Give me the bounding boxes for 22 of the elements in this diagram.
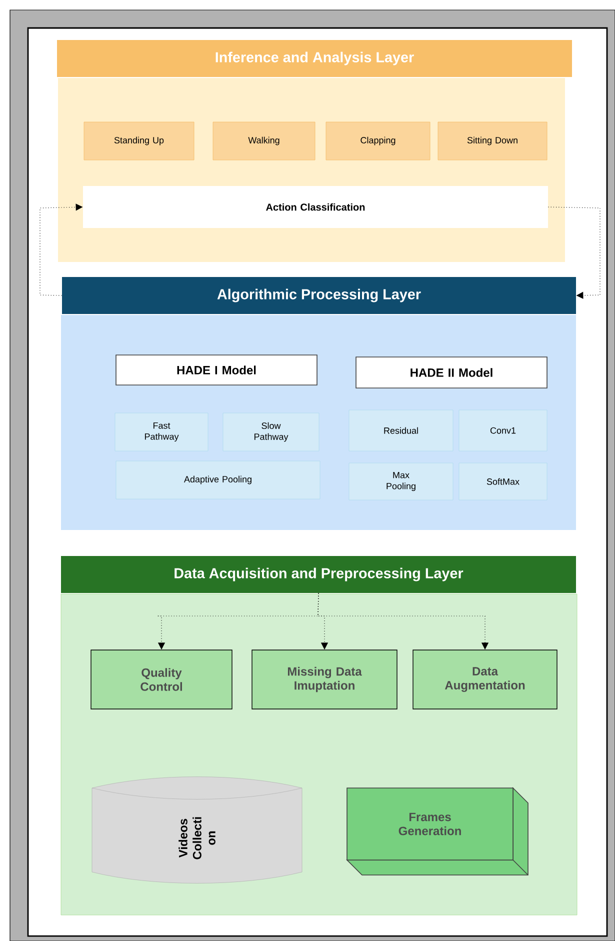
activity-box: Sitting Down: [438, 122, 548, 160]
layer-header: Data Acquisition and Preprocessing Layer: [61, 556, 576, 593]
layer-header: Algorithmic Processing Layer: [62, 277, 576, 314]
model-box: HADE II Model: [356, 356, 548, 388]
component-box: Residual: [348, 410, 454, 452]
process-box: Missing Data Imuptation: [252, 650, 398, 710]
model-box: HADE I Model: [116, 354, 318, 386]
component-box: Slow Pathway: [222, 412, 320, 452]
activity-box: Standing Up: [84, 122, 194, 160]
process-box: Data Augmentation: [412, 650, 558, 710]
activity-box: Clapping: [326, 122, 430, 160]
component-box: SoftMax: [458, 462, 548, 500]
classification-box: Action Classification: [83, 186, 548, 228]
component-box: Adaptive Pooling: [116, 460, 320, 500]
component-box: Conv1: [458, 410, 548, 452]
component-box: Max Pooling: [348, 462, 454, 500]
layer-header: Inference and Analysis Layer: [57, 40, 572, 77]
connector-arrow: [548, 206, 600, 299]
process-box: Quality Control: [90, 650, 232, 710]
component-box: Fast Pathway: [114, 412, 208, 452]
database-cylinder: Videos Collecti on: [92, 776, 302, 884]
activity-box: Walking: [212, 122, 316, 160]
